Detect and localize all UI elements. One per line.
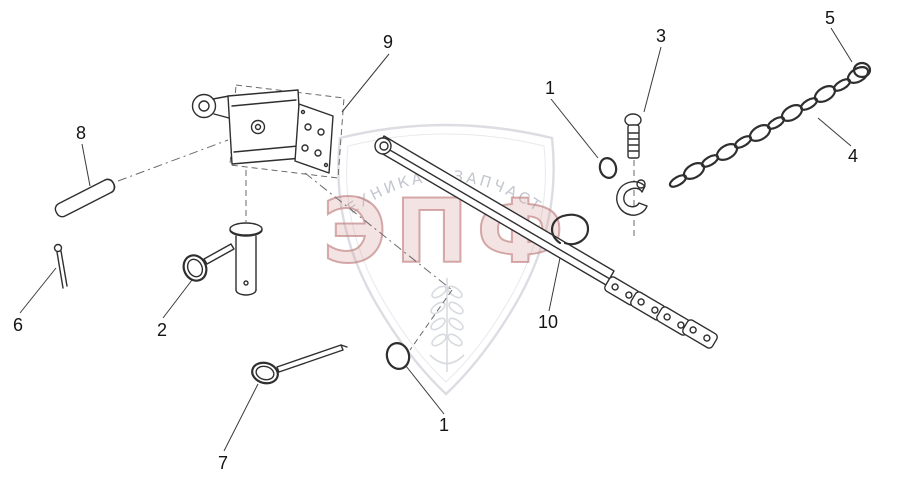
- part-clamp-bracket: [191, 89, 334, 174]
- callout-10: 10: [538, 312, 558, 332]
- watermark-brand: ЭПФ: [322, 180, 572, 283]
- callout-labels: 9 5 3 1 4 8 6 2 10 7 1: [13, 8, 858, 473]
- part-snap-ring-bottom: [385, 342, 411, 370]
- part-roll-pin: [54, 178, 116, 218]
- link-plate-2: [630, 291, 666, 321]
- part-grab-hook: [616, 179, 648, 216]
- callout-6: 6: [13, 315, 23, 335]
- callout-9: 9: [383, 32, 393, 52]
- callout-1-top: 1: [545, 78, 555, 98]
- callout-4: 4: [848, 146, 858, 166]
- callout-2: 2: [157, 320, 167, 340]
- wheat-ear-icon: [429, 278, 465, 372]
- part-clevis-pin: [229, 222, 263, 296]
- part-drawbar-strap: [374, 135, 718, 349]
- callout-leader-lines: [19, 27, 853, 452]
- watermark-shield-inner: [346, 133, 546, 383]
- watermark-shield-outline: [337, 123, 555, 396]
- part-snap-ring-top: [598, 157, 618, 179]
- callout-8: 8: [76, 123, 86, 143]
- part-lynch-pin: [182, 243, 235, 282]
- link-plate-4: [682, 319, 718, 349]
- part-chain: [668, 61, 872, 188]
- callout-7: 7: [218, 453, 228, 473]
- callout-1-bottom: 1: [439, 415, 449, 435]
- callout-3: 3: [656, 26, 666, 46]
- part-cotter-pin: [53, 243, 68, 289]
- part-bolt: [624, 113, 642, 159]
- callout-5: 5: [825, 8, 835, 28]
- part-ring-pin: [251, 344, 348, 385]
